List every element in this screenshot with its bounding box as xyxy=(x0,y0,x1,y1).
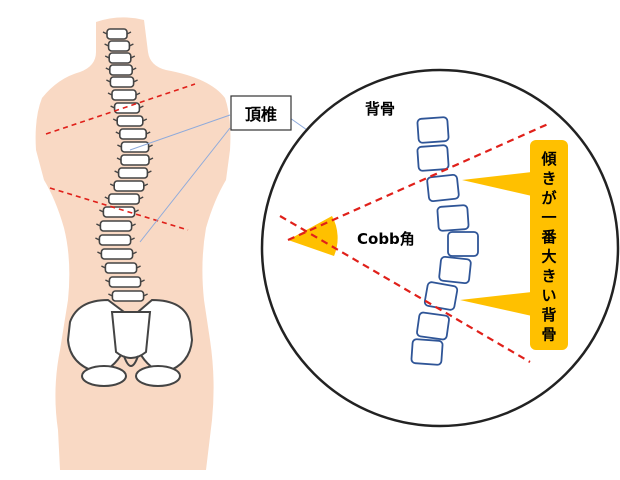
pelvis xyxy=(66,298,194,387)
leader-line-left xyxy=(129,114,231,151)
spine-vertebra xyxy=(104,262,138,274)
callout-char: 骨 xyxy=(541,326,556,344)
callout-pointer-lower xyxy=(460,292,532,316)
magnified-vertebra xyxy=(416,116,450,144)
callout-box xyxy=(530,140,568,350)
leader-line-left-lower xyxy=(139,127,231,243)
spine-vertebra xyxy=(109,76,135,88)
callout-char: 背 xyxy=(541,306,556,324)
spine-vertebra xyxy=(109,64,134,76)
spine-vertebra xyxy=(100,248,134,260)
spine-vertebra xyxy=(120,154,150,166)
magnified-vertebra xyxy=(423,281,459,311)
spine-vertebra xyxy=(98,234,132,246)
lower-tangent-line xyxy=(279,215,531,363)
callout-char: が xyxy=(541,189,557,207)
magnified-vertebra xyxy=(436,204,470,232)
vertebra-process xyxy=(109,183,149,187)
callout-char: い xyxy=(541,287,556,305)
vertebra-process xyxy=(101,265,141,269)
magnified-circle xyxy=(260,68,620,428)
apex-vertebra-label: 頂椎 xyxy=(245,105,277,124)
vertebra-process xyxy=(104,55,136,59)
cobb-angle-label: Cobb角 xyxy=(357,230,415,248)
vertebra-process xyxy=(108,293,148,297)
vertebra-process xyxy=(110,105,144,109)
vertebra-process xyxy=(106,79,138,83)
magnified-vertebra xyxy=(447,231,479,257)
spine-vertebra xyxy=(120,141,150,153)
callout-char: き xyxy=(541,267,556,285)
spine-vertebra xyxy=(108,276,142,288)
spine-vertebra xyxy=(106,28,128,40)
spine-vertebra xyxy=(111,290,145,302)
callout-char: 一 xyxy=(541,209,556,227)
spine-vertebra xyxy=(111,89,137,101)
vertebra-process xyxy=(107,92,141,96)
magnified-vertebra xyxy=(410,338,444,366)
spine-vertebra xyxy=(108,52,132,64)
spine-vertebra xyxy=(119,128,148,140)
vertebra-process xyxy=(112,118,148,122)
vertebra-process xyxy=(99,209,139,213)
spine-vertebra xyxy=(113,180,145,192)
vertebra-process xyxy=(116,157,154,161)
spine-vertebra xyxy=(99,220,133,232)
vertebra-process xyxy=(105,279,145,283)
spine-label: 背骨 xyxy=(365,100,395,118)
vertebra-process xyxy=(104,196,144,200)
skeleton-spine xyxy=(95,28,154,302)
vertebra-process xyxy=(105,67,137,71)
magnified-vertebra xyxy=(416,311,450,341)
vertebra-process xyxy=(104,43,134,47)
callout-char: 番 xyxy=(540,228,557,246)
vertebra-process xyxy=(115,131,151,135)
callout-char: き xyxy=(541,170,556,188)
vertebra-process xyxy=(114,170,152,174)
spine-vertebra xyxy=(116,115,144,127)
magnified-vertebrae xyxy=(410,116,479,366)
callout-char: 傾 xyxy=(540,150,557,168)
magnified-vertebra xyxy=(416,144,450,172)
spine-vertebra xyxy=(108,193,141,205)
apex-vertebra-box xyxy=(230,95,292,131)
vertebra-process xyxy=(117,144,153,148)
upper-inclination-line xyxy=(45,83,196,135)
magnified-vertebra xyxy=(426,173,460,203)
spine-vertebra xyxy=(117,167,149,179)
spine-vertebra xyxy=(107,40,131,52)
vertebra-process xyxy=(97,251,137,255)
lower-inclination-line xyxy=(49,187,189,231)
callout-pointer-upper xyxy=(462,172,532,196)
vertebra-process xyxy=(96,223,136,227)
vertebra-process xyxy=(95,237,135,241)
vertebra-process xyxy=(102,31,132,35)
magnified-vertebra xyxy=(438,255,472,285)
callout-char: 大 xyxy=(541,248,556,266)
